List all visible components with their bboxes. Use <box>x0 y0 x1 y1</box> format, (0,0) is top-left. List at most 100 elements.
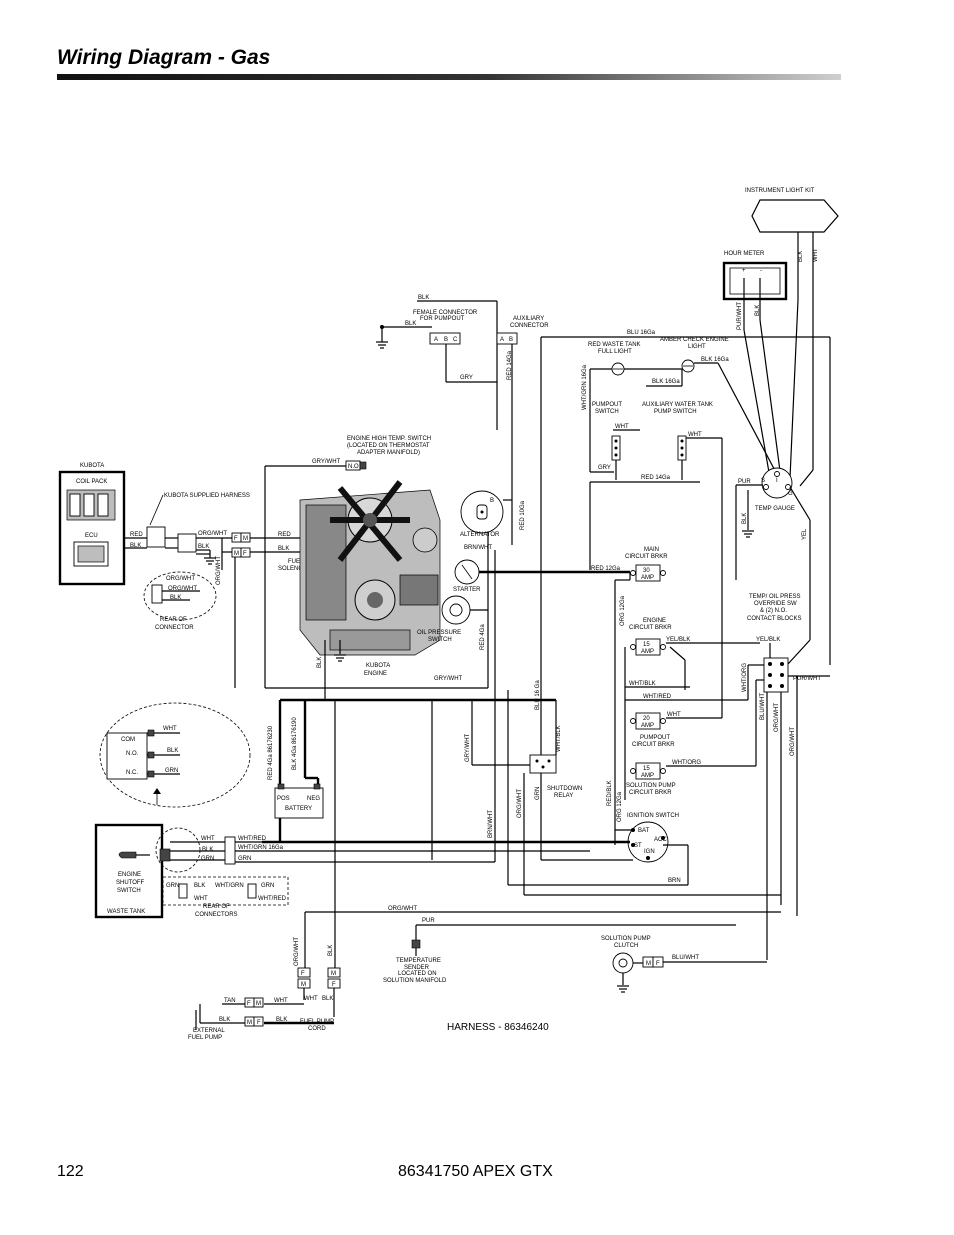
kubota-ecu-box <box>58 470 126 586</box>
coil-pack-label: COIL PACK <box>76 479 107 485</box>
engine-circuit-breaker-label: CIRCUIT BRKR <box>629 625 672 631</box>
svg-text:BLK: BLK <box>742 513 748 524</box>
kubota-engine-label: KUBOTA <box>366 663 390 669</box>
svg-text:G: G <box>788 491 793 497</box>
engine-high-temp-label: ENGINE HIGH TEMP. SWITCH <box>347 436 431 442</box>
fuel-solenoid-label: FUEL <box>288 559 304 565</box>
svg-text:BLK: BLK <box>194 883 205 889</box>
svg-text:RED 12Ga: RED 12Ga <box>591 566 621 572</box>
svg-text:WHT/GRN 16Ga: WHT/GRN 16Ga <box>582 364 588 410</box>
svg-text:PUR/WHT: PUR/WHT <box>793 676 821 682</box>
svg-text:RED: RED <box>130 532 143 538</box>
instrument-light-kit <box>751 199 839 233</box>
svg-text:F: F <box>257 1020 261 1026</box>
solution-pump-clutch-label: SOLUTION PUMP <box>601 936 651 942</box>
svg-text:FOR PUMPOUT: FOR PUMPOUT <box>420 316 465 322</box>
svg-text:ORG 12Ga: ORG 12Ga <box>620 595 626 626</box>
svg-text:BLK 4Ga 86176190: BLK 4Ga 86176190 <box>292 717 298 770</box>
pumpout-circuit-breaker <box>630 712 666 730</box>
svg-text:BLK: BLK <box>755 305 761 316</box>
svg-text:MAIN: MAIN <box>644 547 659 553</box>
svg-text:F: F <box>656 961 660 967</box>
svg-text:BLK: BLK <box>198 544 209 550</box>
svg-text:+: + <box>742 268 746 274</box>
svg-text:WHT: WHT <box>304 996 318 1002</box>
svg-text:BLK: BLK <box>798 251 804 262</box>
float-switch <box>118 851 150 859</box>
solution-pump-circuit-breaker <box>630 762 666 780</box>
svg-text:RED 4Ga 86176230: RED 4Ga 86176230 <box>268 725 274 780</box>
svg-text:SHUTOFF: SHUTOFF <box>116 880 145 886</box>
svg-text:WHT: WHT <box>688 432 702 438</box>
svg-text:FUEL PUMP: FUEL PUMP <box>188 1035 222 1041</box>
harness-label: HARNESS - 86346240 <box>447 1022 549 1033</box>
svg-text:GRY/WHT: GRY/WHT <box>312 459 341 465</box>
svg-text:F: F <box>234 536 238 542</box>
svg-text:WHT: WHT <box>194 896 208 902</box>
svg-text:WHT: WHT <box>615 424 629 430</box>
starter-label: STARTER <box>453 587 481 593</box>
temperature-sender <box>411 939 421 956</box>
shutoff-switch-connector <box>159 848 171 862</box>
svg-text:A: A <box>434 337 438 343</box>
svg-text:BLK 16Ga: BLK 16Ga <box>652 379 680 385</box>
pumpout-circuit-breaker-label: CIRCUIT BRKR <box>632 742 675 748</box>
svg-text:WHT: WHT <box>274 998 288 1004</box>
svg-text:SOLUTION MANIFOLD: SOLUTION MANIFOLD <box>383 978 447 984</box>
svg-text:GRN: GRN <box>535 787 541 800</box>
svg-text:BRN/WHT: BRN/WHT <box>464 545 492 551</box>
svg-text:WHT: WHT <box>163 726 177 732</box>
svg-text:30: 30 <box>643 568 650 574</box>
svg-text:S: S <box>761 478 765 484</box>
svg-text:GRY: GRY <box>460 375 473 381</box>
rear-of-connectors <box>162 876 289 906</box>
oil-pressure-switch-label: OIL PRESSURE <box>417 630 461 636</box>
svg-text:20: 20 <box>643 716 650 722</box>
svg-text:BLK: BLK <box>202 847 213 853</box>
red-waste-tank-light <box>611 362 625 376</box>
svg-text:WHT/GRN 16Ga: WHT/GRN 16Ga <box>238 845 284 851</box>
svg-text:NEG: NEG <box>307 796 320 802</box>
rear-connector <box>151 584 200 604</box>
temp-gauge-label: TEMP GAUGE <box>755 506 795 512</box>
main-circuit-breaker <box>630 564 666 582</box>
override-switch <box>763 657 789 693</box>
svg-text:COM: COM <box>121 737 135 743</box>
alternator-label: ALTERNATOR <box>460 532 500 538</box>
page-title: Wiring Diagram - Gas <box>57 46 271 69</box>
svg-text:BLU 16Ga: BLU 16Ga <box>627 330 656 336</box>
svg-text:RED: RED <box>278 532 291 538</box>
svg-text:BLK 16Ga: BLK 16Ga <box>701 357 729 363</box>
red-waste-tank-light-label: RED WASTE TANK <box>588 342 641 348</box>
override-switch-label: TEMP/ OIL PRESS <box>749 594 800 600</box>
svg-text:WHT/BLK: WHT/BLK <box>556 725 562 752</box>
svg-text:RED/BLK: RED/BLK <box>607 780 613 806</box>
kubota-label: KUBOTA <box>80 463 104 469</box>
auxiliary-connector <box>496 332 518 345</box>
svg-text:ORG/WHT: ORG/WHT <box>294 937 300 966</box>
svg-text:BLK: BLK <box>219 1017 230 1023</box>
rear-of-connectors-label: REAR OF <box>203 904 230 910</box>
svg-text:AMP: AMP <box>641 575 654 581</box>
svg-text:AMP: AMP <box>641 649 654 655</box>
svg-text:BRN: BRN <box>668 878 681 884</box>
svg-text:GRY/WHT: GRY/WHT <box>465 733 471 762</box>
svg-text:B: B <box>444 337 448 343</box>
svg-text:CONTACT BLOCKS: CONTACT BLOCKS <box>747 616 801 622</box>
rear-connector-label: REAR OF <box>160 617 187 623</box>
svg-text:WHT/ORG: WHT/ORG <box>742 663 748 692</box>
svg-text:A: A <box>500 337 504 343</box>
svg-text:PUMP SWITCH: PUMP SWITCH <box>654 409 697 415</box>
svg-text:BLK: BLK <box>405 321 416 327</box>
svg-text:ORG/WHT: ORG/WHT <box>517 789 523 818</box>
svg-text:GRN: GRN <box>238 856 251 862</box>
pumpout-switch <box>611 435 621 461</box>
svg-text:SENDER: SENDER <box>404 965 430 971</box>
svg-text:ORG/WHT: ORG/WHT <box>216 556 222 585</box>
svg-text:F: F <box>332 982 336 988</box>
svg-text:BLK: BLK <box>276 1017 287 1023</box>
svg-text:LIGHT: LIGHT <box>688 344 706 350</box>
temp-gauge <box>761 467 793 499</box>
svg-text:WHT/GRN: WHT/GRN <box>215 883 244 889</box>
female-connector <box>429 332 461 345</box>
